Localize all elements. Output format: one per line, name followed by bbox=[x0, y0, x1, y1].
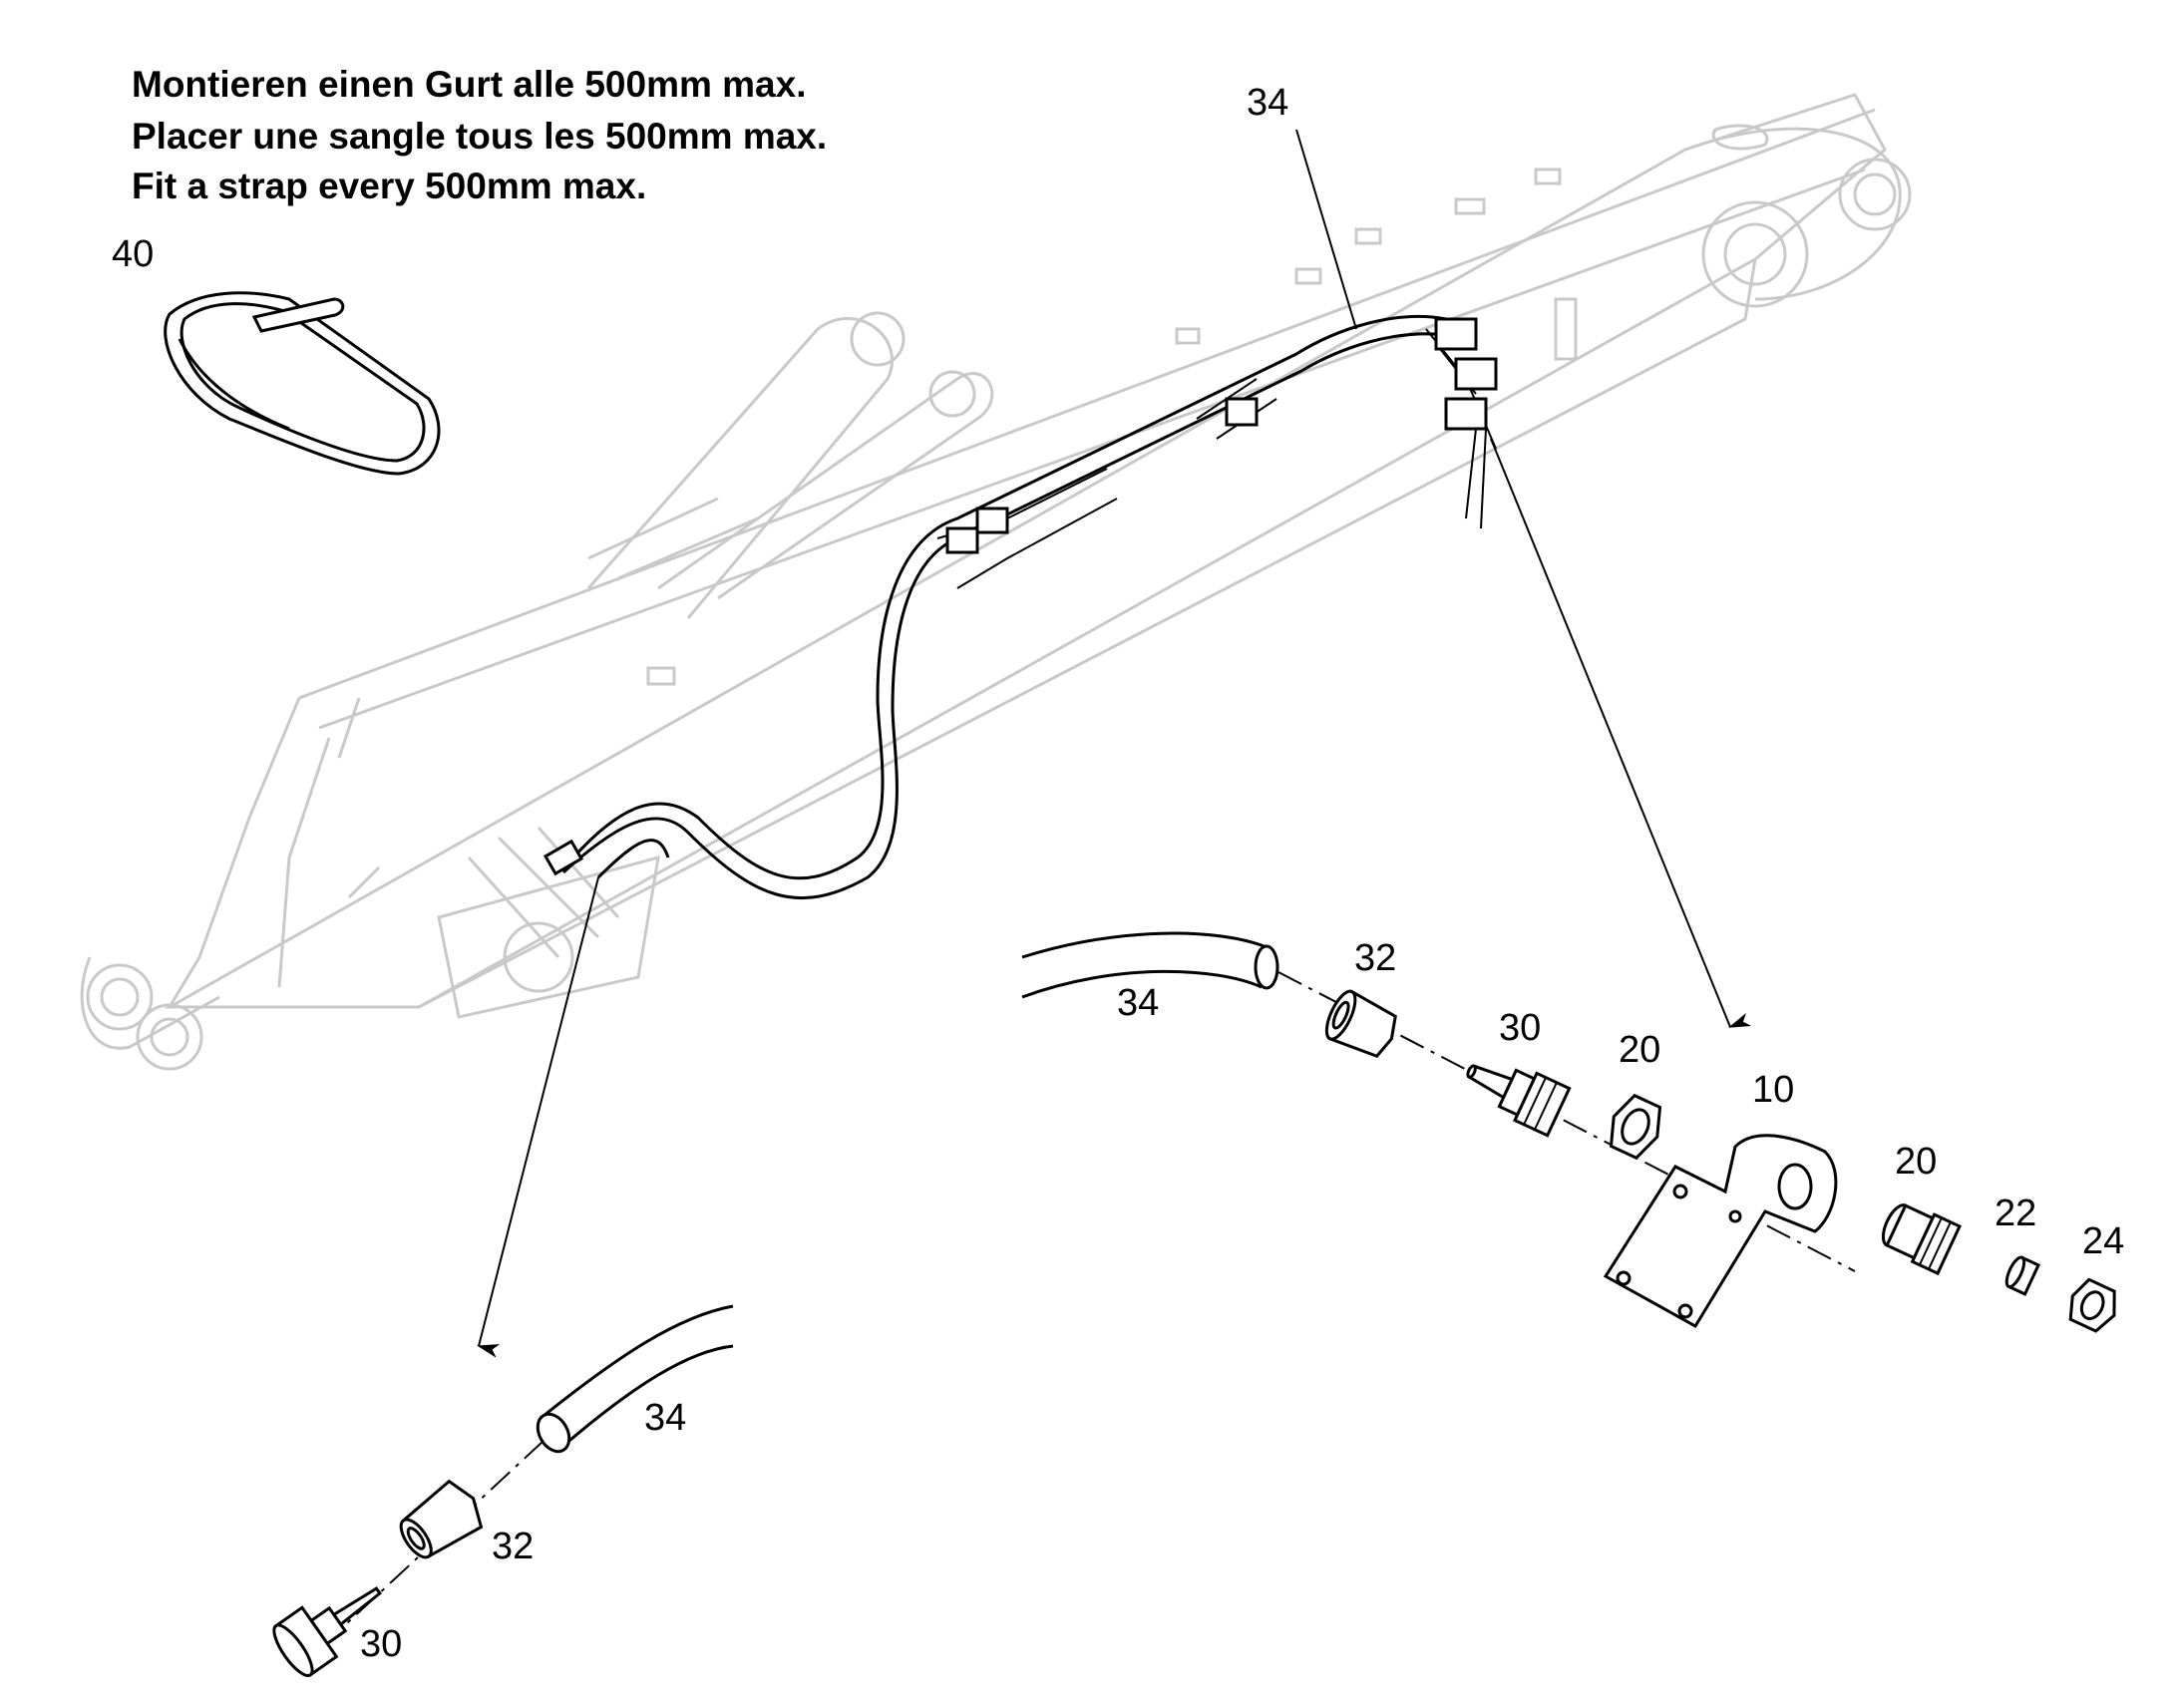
callout-bracket: 10 bbox=[1752, 1069, 1795, 1111]
callout-fitting-right: 30 bbox=[1499, 1007, 1542, 1049]
callout-sleeve-lower: 32 bbox=[492, 1526, 535, 1567]
instruction-german: Montieren einen Gurt alle 500mm max. bbox=[132, 64, 807, 105]
leader-hose-top bbox=[1295, 129, 1357, 330]
callout-seal: 22 bbox=[1995, 1193, 2037, 1234]
hose-route bbox=[543, 314, 1498, 900]
boom-outline bbox=[80, 93, 1912, 1071]
right-assembly bbox=[1021, 931, 2116, 1333]
callout-hose-lower: 34 bbox=[644, 1397, 687, 1439]
instruction-english: Fit a strap every 500mm max. bbox=[132, 166, 647, 206]
callout-nut-right: 20 bbox=[1619, 1029, 1661, 1071]
callout-hose-right: 34 bbox=[1117, 982, 1160, 1024]
callout-hose-top: 34 bbox=[1247, 82, 1289, 124]
arrow-to-right-assembly bbox=[1490, 438, 1752, 1028]
arrow-to-lower-assembly bbox=[477, 876, 599, 1358]
lower-assembly bbox=[272, 1304, 734, 1677]
callout-strap: 40 bbox=[112, 233, 155, 275]
callout-cap-nut: 24 bbox=[2082, 1220, 2125, 1262]
strap-part bbox=[164, 291, 441, 476]
instruction-french: Placer une sangle tous les 500mm max. bbox=[132, 116, 828, 157]
callout-fitting-lower: 30 bbox=[360, 1623, 403, 1665]
bracket bbox=[1603, 1134, 1838, 1329]
callout-bulkhead-union: 20 bbox=[1895, 1141, 1938, 1183]
callout-sleeve-right: 32 bbox=[1354, 937, 1397, 979]
